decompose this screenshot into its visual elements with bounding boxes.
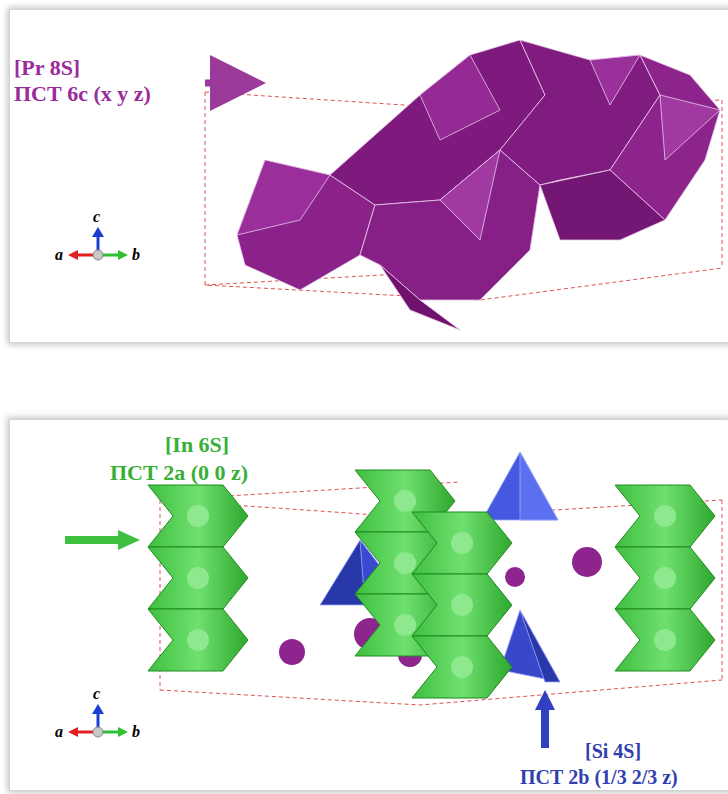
octahedron xyxy=(615,547,715,609)
in-atom xyxy=(187,629,209,651)
octahedron xyxy=(148,609,248,671)
site-label: [In 6S] xyxy=(165,433,229,457)
axis-label: c xyxy=(93,685,100,703)
in-atom xyxy=(451,532,473,554)
in-atom xyxy=(451,594,473,616)
axis-label: b xyxy=(132,246,140,264)
in-atom xyxy=(394,552,416,574)
in-atom xyxy=(654,567,676,589)
in-atom xyxy=(394,490,416,512)
site-label: [Pr 8S] xyxy=(14,56,80,80)
axis-label: b xyxy=(132,723,140,741)
site-label: [Si 4S] xyxy=(585,740,641,762)
site-label: ПСТ 2a (0 0 z) xyxy=(110,461,248,485)
octahedron xyxy=(412,636,512,698)
octahedron xyxy=(615,609,715,671)
in-atom xyxy=(654,629,676,651)
axis-label: a xyxy=(55,246,63,264)
in-atom xyxy=(451,656,473,678)
octahedron xyxy=(148,547,248,609)
in-atom xyxy=(187,505,209,527)
axis-label: c xyxy=(93,208,100,226)
octahedron xyxy=(412,574,512,636)
octahedron xyxy=(615,485,715,547)
in-atom xyxy=(394,614,416,636)
in-atom xyxy=(654,505,676,527)
axis-label: a xyxy=(55,723,63,741)
octahedron xyxy=(148,485,248,547)
site-label: ПСТ 2b (1/3 2/3 z) xyxy=(520,766,678,788)
in-atom xyxy=(187,567,209,589)
octahedron xyxy=(412,512,512,574)
site-label: ПСТ 6c (x y z) xyxy=(14,82,151,106)
